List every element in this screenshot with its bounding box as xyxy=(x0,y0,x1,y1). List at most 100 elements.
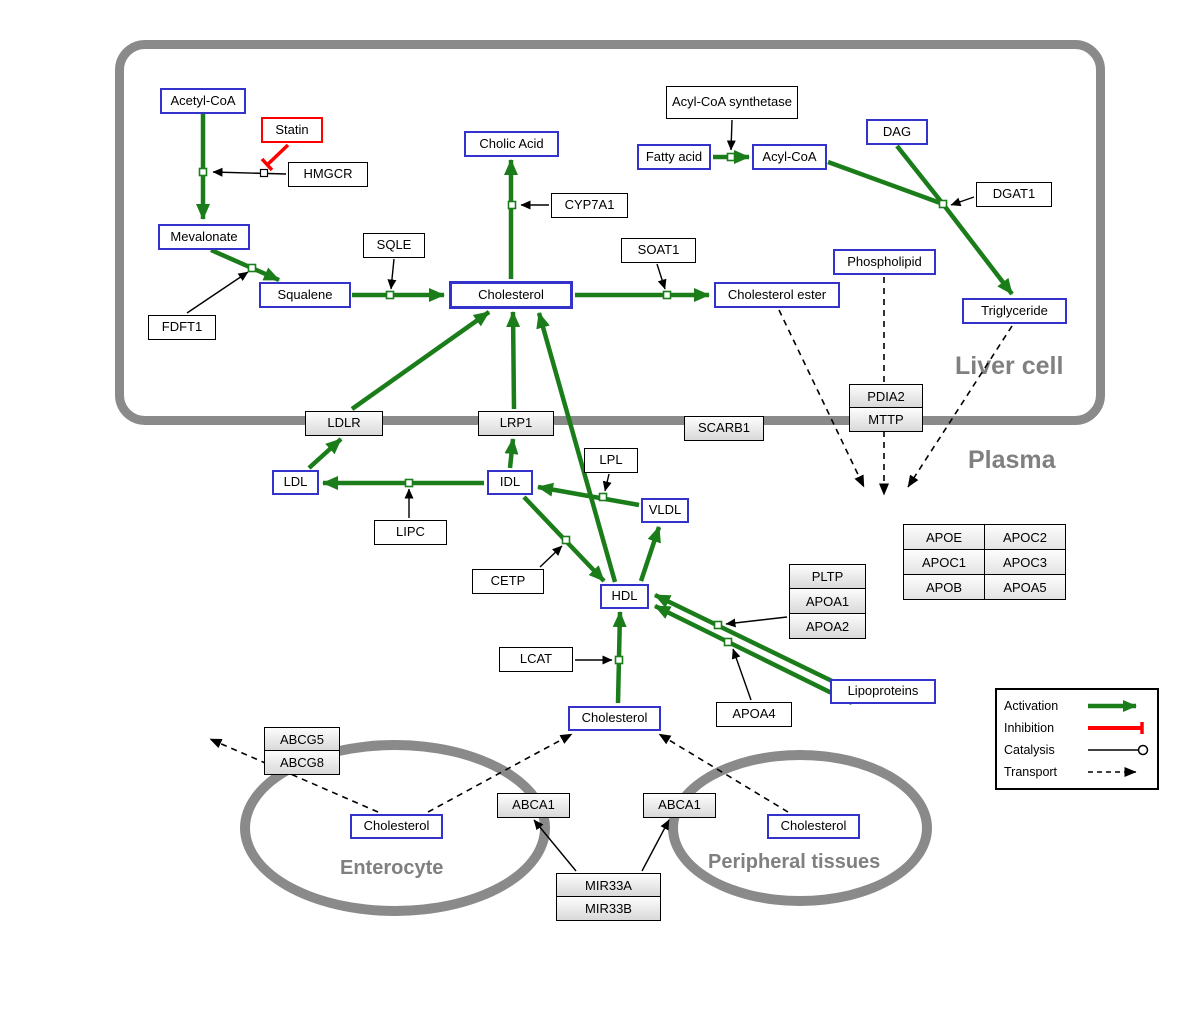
peripheral-tissues-label: Peripheral tissues xyxy=(708,851,881,873)
anchor-lpl xyxy=(598,492,608,502)
node-fatty-acid[interactable]: Fatty acid xyxy=(637,144,711,170)
node-ldlr[interactable]: LDLR xyxy=(305,411,383,436)
node-lpl[interactable]: LPL xyxy=(584,448,638,473)
stack-abcg5-abcg8: ABCG5 ABCG8 xyxy=(264,727,340,775)
anchor-apoa4 xyxy=(723,637,733,647)
node-cetp[interactable]: CETP xyxy=(472,569,544,594)
legend-label-catalysis: Catalysis xyxy=(1004,743,1055,757)
enterocyte-label: Enterocyte xyxy=(340,857,444,879)
node-acetyl-coa[interactable]: Acetyl-CoA xyxy=(160,88,246,114)
stack-mir33a-mir33b: MIR33A MIR33B xyxy=(556,873,661,921)
node-cholesterol-plasma[interactable]: Cholesterol xyxy=(568,706,661,731)
edge-transport-enterocyte-cholesterol-out xyxy=(209,738,379,813)
inhibition-tbar-icon xyxy=(1088,722,1144,734)
node-squalene[interactable]: Squalene xyxy=(259,282,351,308)
edge-activation-dgat1anchor-triglyceride xyxy=(941,202,1014,296)
node-phospholipid[interactable]: Phospholipid xyxy=(833,249,936,275)
stack-pltp-apoa1-apoa2: PLTP APOA1 APOA2 xyxy=(789,564,866,639)
node-vldl[interactable]: VLDL xyxy=(641,498,689,523)
edge-activation-hdl-vldl xyxy=(638,526,662,582)
node-apoc3[interactable]: APOC3 xyxy=(985,550,1066,575)
node-acyl-coa[interactable]: Acyl-CoA xyxy=(752,144,827,170)
node-dag[interactable]: DAG xyxy=(866,119,928,145)
node-mevalonate[interactable]: Mevalonate xyxy=(158,224,250,250)
transport-arrow-icon xyxy=(1088,767,1137,777)
node-apoc1[interactable]: APOC1 xyxy=(904,550,985,575)
node-cholesterol-ester[interactable]: Cholesterol ester xyxy=(714,282,840,308)
legend-row-transport: Transport xyxy=(1004,764,1150,780)
catalysis-circle-icon xyxy=(1088,744,1149,756)
node-apoa4[interactable]: APOA4 xyxy=(716,702,792,727)
node-pdia2[interactable]: PDIA2 xyxy=(849,384,923,408)
anchor-lipc xyxy=(404,478,414,488)
node-soat1[interactable]: SOAT1 xyxy=(621,238,696,263)
node-apoc2[interactable]: APOC2 xyxy=(985,525,1066,550)
node-statin[interactable]: Statin xyxy=(261,117,323,143)
node-lipc[interactable]: LIPC xyxy=(374,520,447,545)
node-cholesterol-peripheral[interactable]: Cholesterol xyxy=(767,814,860,839)
apolipoprotein-table: APOE APOC2 APOC1 APOC3 APOB APOA5 xyxy=(903,524,1066,600)
node-mir33b[interactable]: MIR33B xyxy=(556,897,661,921)
edge-activation-dag-dgat1anchor xyxy=(895,144,945,206)
stack-pdia2-mttp: PDIA2 MTTP xyxy=(849,384,923,432)
node-apoa2[interactable]: APOA2 xyxy=(789,614,866,639)
node-abca1-left[interactable]: ABCA1 xyxy=(497,793,570,818)
node-ldl[interactable]: LDL xyxy=(272,470,319,495)
node-mir33a[interactable]: MIR33A xyxy=(556,873,661,897)
edge-activation-lipoproteins-hdl-upper xyxy=(654,592,833,684)
edge-catalysis-hmgcr xyxy=(212,167,287,177)
node-hdl[interactable]: HDL xyxy=(600,584,649,609)
node-cholesterol-enterocyte[interactable]: Cholesterol xyxy=(350,814,443,839)
node-pltp[interactable]: PLTP xyxy=(789,564,866,589)
node-idl[interactable]: IDL xyxy=(487,470,533,495)
node-apob[interactable]: APOB xyxy=(904,575,985,600)
node-cyp7a1[interactable]: CYP7A1 xyxy=(551,193,628,218)
edge-activation-acylcoa-dgat1anchor xyxy=(827,159,944,207)
node-abcg5[interactable]: ABCG5 xyxy=(264,727,340,751)
legend-row-inhibition: Inhibition xyxy=(1004,720,1150,736)
node-lrp1[interactable]: LRP1 xyxy=(478,411,554,436)
edge-inhibition-statin-tbar xyxy=(260,157,274,172)
edge-transport-enterocyte-cholesterol-plasma xyxy=(427,733,573,813)
node-acyl-coa-synthetase[interactable]: Acyl-CoA synthetase xyxy=(666,86,798,119)
edge-catalysis-acylcoa-synthetase xyxy=(726,119,736,151)
anchor-cyp7a1 xyxy=(507,200,517,210)
edge-activation-mevalonate-squalene xyxy=(210,247,280,283)
legend: Activation Inhibition Catalysis xyxy=(995,688,1159,790)
node-apoe[interactable]: APOE xyxy=(904,525,985,550)
legend-label-transport: Transport xyxy=(1004,765,1058,779)
legend-row-activation: Activation xyxy=(1004,698,1150,714)
node-dgat1[interactable]: DGAT1 xyxy=(976,182,1052,207)
legend-label-inhibition: Inhibition xyxy=(1004,721,1055,735)
node-fdft1[interactable]: FDFT1 xyxy=(148,315,216,340)
node-apoa5[interactable]: APOA5 xyxy=(985,575,1066,600)
node-triglyceride[interactable]: Triglyceride xyxy=(962,298,1067,324)
edge-catalysis-lpl xyxy=(602,473,612,492)
edge-transport-peripheral-cholesterol-plasma xyxy=(658,733,789,813)
edge-activation-ldlr-cholesterol xyxy=(350,310,491,411)
node-cholic-acid[interactable]: Cholic Acid xyxy=(464,131,559,157)
node-abca1-right[interactable]: ABCA1 xyxy=(643,793,716,818)
node-lipoproteins[interactable]: Lipoproteins xyxy=(830,679,936,704)
node-scarb1[interactable]: SCARB1 xyxy=(684,416,764,441)
anchor-fdft1 xyxy=(247,263,257,273)
node-apoa1[interactable]: APOA1 xyxy=(789,589,866,614)
edge-catalysis-pltp-apoa xyxy=(725,616,788,628)
legend-label-activation: Activation xyxy=(1004,699,1059,713)
enterocyte-membrane xyxy=(240,740,550,916)
edge-activation-ldl-ldlr xyxy=(307,437,343,470)
edge-activation-vldl-idl xyxy=(537,482,640,508)
anchor-hmgcr xyxy=(198,167,208,177)
node-hmgcr[interactable]: HMGCR xyxy=(288,162,368,187)
node-cholesterol-liver[interactable]: Cholesterol xyxy=(449,281,573,309)
anchor-statin-target xyxy=(259,168,269,178)
node-abcg8[interactable]: ABCG8 xyxy=(264,751,340,775)
node-sqle[interactable]: SQLE xyxy=(363,233,425,258)
edge-catalysis-mir33-abca1-left xyxy=(533,819,577,872)
node-mttp[interactable]: MTTP xyxy=(849,408,923,432)
node-lcat[interactable]: LCAT xyxy=(499,647,573,672)
edge-activation-idl-lrp1 xyxy=(504,438,519,469)
legend-row-catalysis: Catalysis xyxy=(1004,742,1150,758)
